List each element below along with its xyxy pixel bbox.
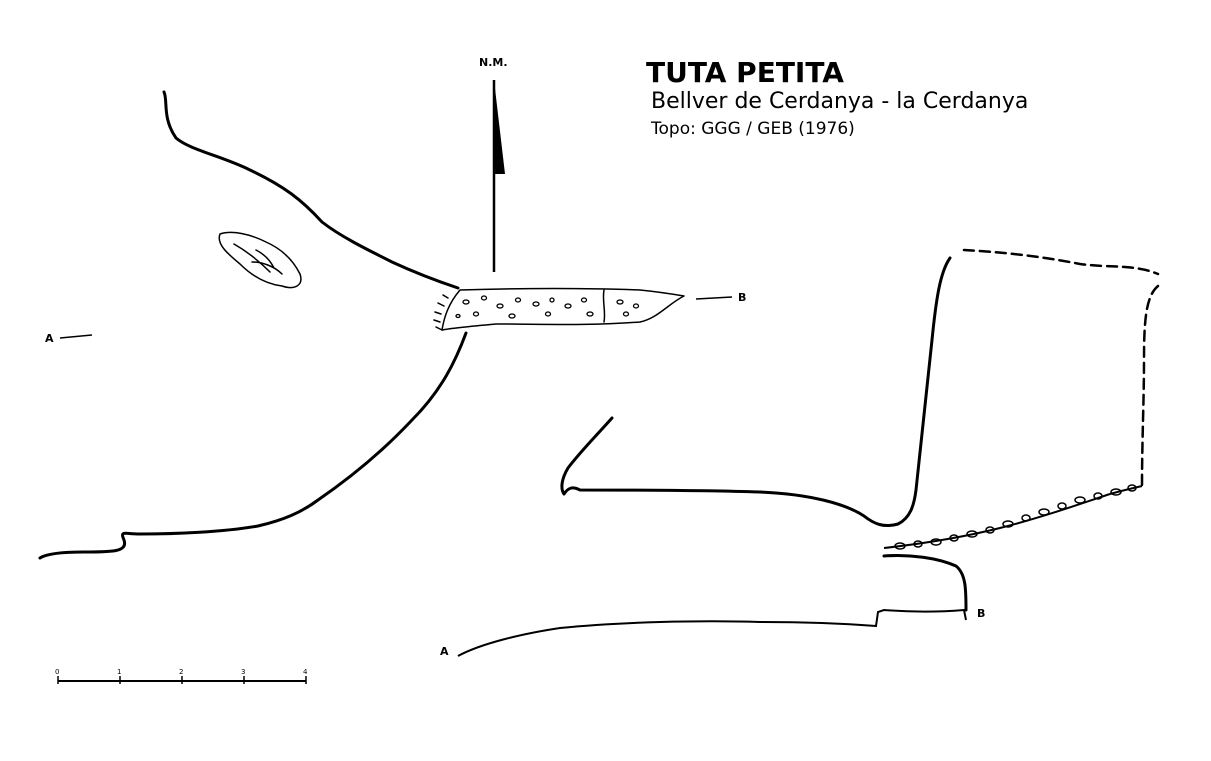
profile-lower-line xyxy=(457,608,967,657)
scale-tick-0: 0 xyxy=(55,668,59,676)
plan-section-b-label: B xyxy=(738,291,746,304)
cross-section-left-wall xyxy=(560,256,952,528)
scale-tick-2: 2 xyxy=(179,668,183,676)
plan-boulders xyxy=(455,295,640,319)
profile-section xyxy=(457,554,968,657)
north-arrow-icon xyxy=(492,80,505,272)
profile-section-a-label: A xyxy=(440,645,449,658)
rock-island xyxy=(218,231,302,289)
profile-section-b-label: B xyxy=(977,607,985,620)
scale-tick-1: 1 xyxy=(117,668,121,676)
north-label: N.M. xyxy=(479,56,508,69)
cross-section-right-wall xyxy=(1140,284,1160,488)
survey-topo-credit: Topo: GGG / GEB (1976) xyxy=(650,119,855,139)
cross-section-floor-boulders xyxy=(883,485,1143,549)
plan-lower-wall xyxy=(38,331,468,560)
scale-tick-3: 3 xyxy=(241,668,245,676)
cross-section-roof xyxy=(962,248,1160,276)
profile-upper-line xyxy=(882,554,968,612)
survey-title: TUTA PETITA xyxy=(646,56,844,89)
scale-bar xyxy=(57,676,307,684)
plan-view xyxy=(38,90,733,560)
plan-passage xyxy=(441,287,685,331)
cross-section xyxy=(560,248,1160,550)
survey-location: Bellver de Cerdanya - la Cerdanya xyxy=(651,89,1028,114)
plan-upper-wall xyxy=(162,90,460,290)
plan-section-a-label: A xyxy=(45,332,54,345)
scale-tick-4: 4 xyxy=(303,668,308,676)
